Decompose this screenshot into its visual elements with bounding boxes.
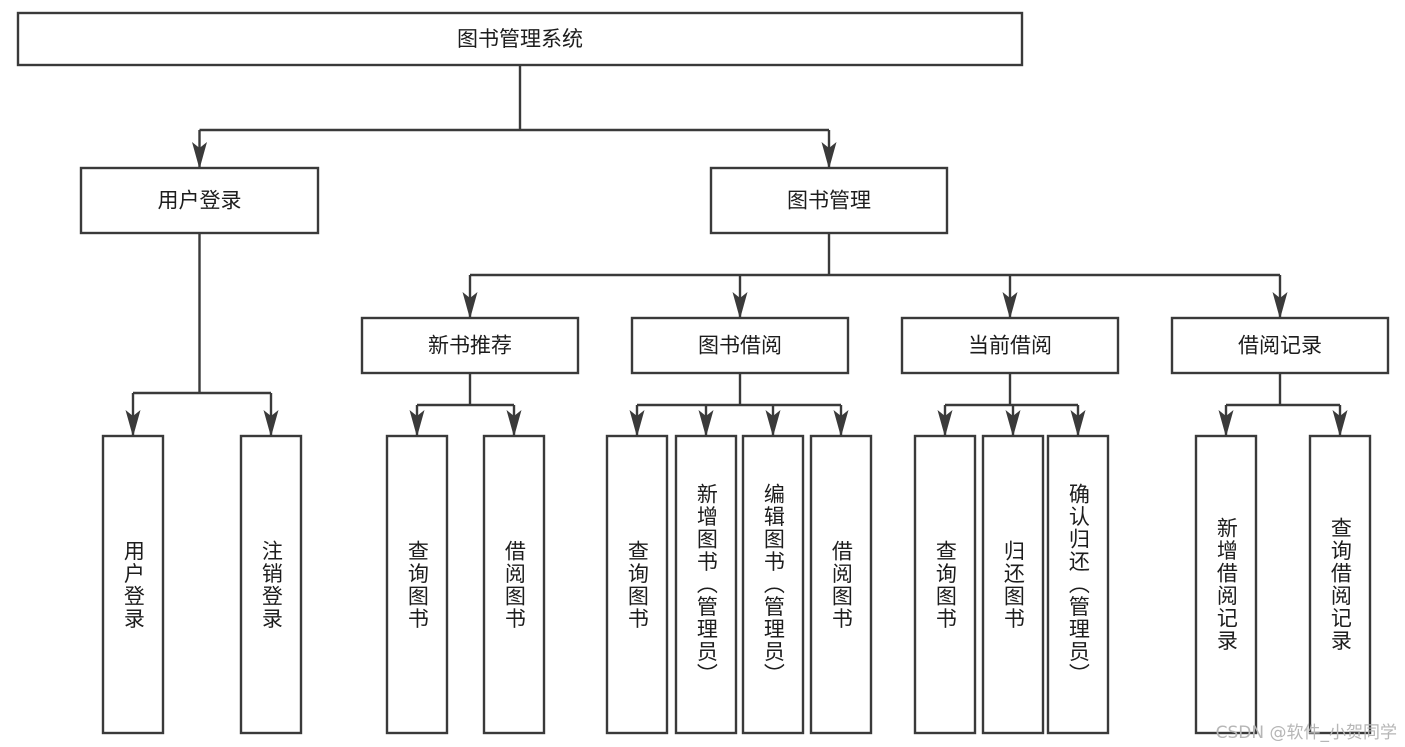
edge-current-borrow-arrow-0 <box>937 410 953 437</box>
node-current-borrow-label: 当前借阅 <box>968 334 1052 358</box>
node-current-borrow[interactable] <box>900 316 1120 375</box>
node-leaf-add-record[interactable] <box>1194 434 1258 735</box>
edge-current-borrow-arrow-1 <box>1005 410 1021 437</box>
edge-book-manage-arrow-2 <box>1002 292 1018 319</box>
edge-book-manage-arrow-1 <box>732 292 748 319</box>
node-leaf-user-login[interactable] <box>101 434 165 735</box>
node-new-book-rec-label: 新书推荐 <box>428 334 512 358</box>
node-leaf-borrow-book-2[interactable] <box>809 434 873 735</box>
edge-borrow-record-arrow-0 <box>1218 410 1234 437</box>
connectors-layer <box>125 65 1348 437</box>
edge-new-book-rec-arrow-1 <box>506 410 522 437</box>
node-leaf-query-book-2[interactable] <box>605 434 669 735</box>
node-root-label: 图书管理系统 <box>457 27 583 51</box>
edge-book-manage-arrow-3 <box>1272 292 1288 319</box>
edge-user-login-arrow-0 <box>125 410 141 437</box>
edge-book-borrow-arrow-1 <box>698 410 714 437</box>
node-book-borrow[interactable] <box>630 316 850 375</box>
edge-root-arrow-0 <box>192 142 207 169</box>
edge-new-book-rec-arrow-0 <box>409 410 425 437</box>
node-leaf-logout[interactable] <box>239 434 303 735</box>
node-leaf-add-book[interactable] <box>674 434 738 735</box>
node-borrow-record-label: 借阅记录 <box>1238 334 1322 358</box>
edge-user-login-arrow-1 <box>263 410 279 437</box>
edge-book-manage-arrow-0 <box>462 292 478 319</box>
node-leaf-return-book[interactable] <box>981 434 1045 735</box>
node-book-manage-label: 图书管理 <box>787 189 871 213</box>
node-new-book-rec[interactable] <box>360 316 580 375</box>
node-leaf-query-book-1[interactable] <box>385 434 449 735</box>
node-leaf-edit-book[interactable] <box>741 434 805 735</box>
edge-borrow-record-arrow-1 <box>1332 410 1348 437</box>
node-leaf-query-book-3[interactable] <box>913 434 977 735</box>
edge-book-borrow-arrow-3 <box>833 410 849 437</box>
node-borrow-record[interactable] <box>1170 316 1390 375</box>
edge-book-borrow-arrow-0 <box>629 410 645 437</box>
boxes-layer <box>16 11 1390 735</box>
node-user-login[interactable] <box>79 166 320 235</box>
node-user-login-label: 用户登录 <box>158 189 242 213</box>
node-leaf-confirm-return[interactable] <box>1046 434 1110 735</box>
node-leaf-borrow-book-1[interactable] <box>482 434 546 735</box>
node-book-manage[interactable] <box>709 166 949 235</box>
edge-root-arrow-1 <box>821 142 837 169</box>
edge-book-borrow-arrow-2 <box>765 410 781 437</box>
node-book-borrow-label: 图书借阅 <box>698 334 782 358</box>
node-root[interactable] <box>16 11 1024 67</box>
node-leaf-query-record[interactable] <box>1308 434 1372 735</box>
edge-current-borrow-arrow-2 <box>1070 410 1086 437</box>
